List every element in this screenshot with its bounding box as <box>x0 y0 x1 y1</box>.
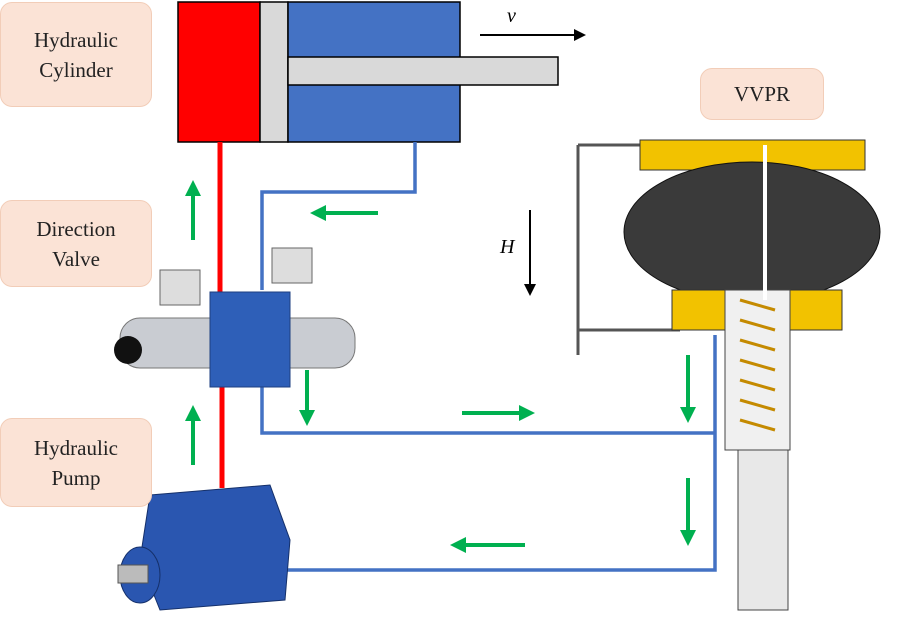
label-line: Hydraulic <box>34 435 118 460</box>
hydraulic-cylinder <box>177 1 559 143</box>
velocity-symbol: v <box>507 5 516 27</box>
vvpr-image <box>576 139 881 611</box>
direction-valve-image <box>114 247 356 388</box>
hydraulic-pump-label: Hydraulic Pump <box>0 418 152 507</box>
height-symbol: H <box>500 236 515 258</box>
label-line: Cylinder <box>39 57 113 82</box>
return-line <box>260 142 717 572</box>
flow-arrows <box>185 180 696 553</box>
label-line: Direction <box>36 216 116 241</box>
label-line: VVPR <box>733 82 791 106</box>
hydraulic-cylinder-label: Hydraulic Cylinder <box>0 2 152 107</box>
label-line: Valve <box>52 246 100 271</box>
label-line: Hydraulic <box>34 27 118 52</box>
pressure-line <box>217 142 225 488</box>
direction-valve-label: Direction Valve <box>0 200 152 287</box>
label-line: Pump <box>51 465 101 490</box>
hydraulic-pump-image <box>117 484 291 611</box>
vvpr-label: VVPR <box>700 68 824 120</box>
